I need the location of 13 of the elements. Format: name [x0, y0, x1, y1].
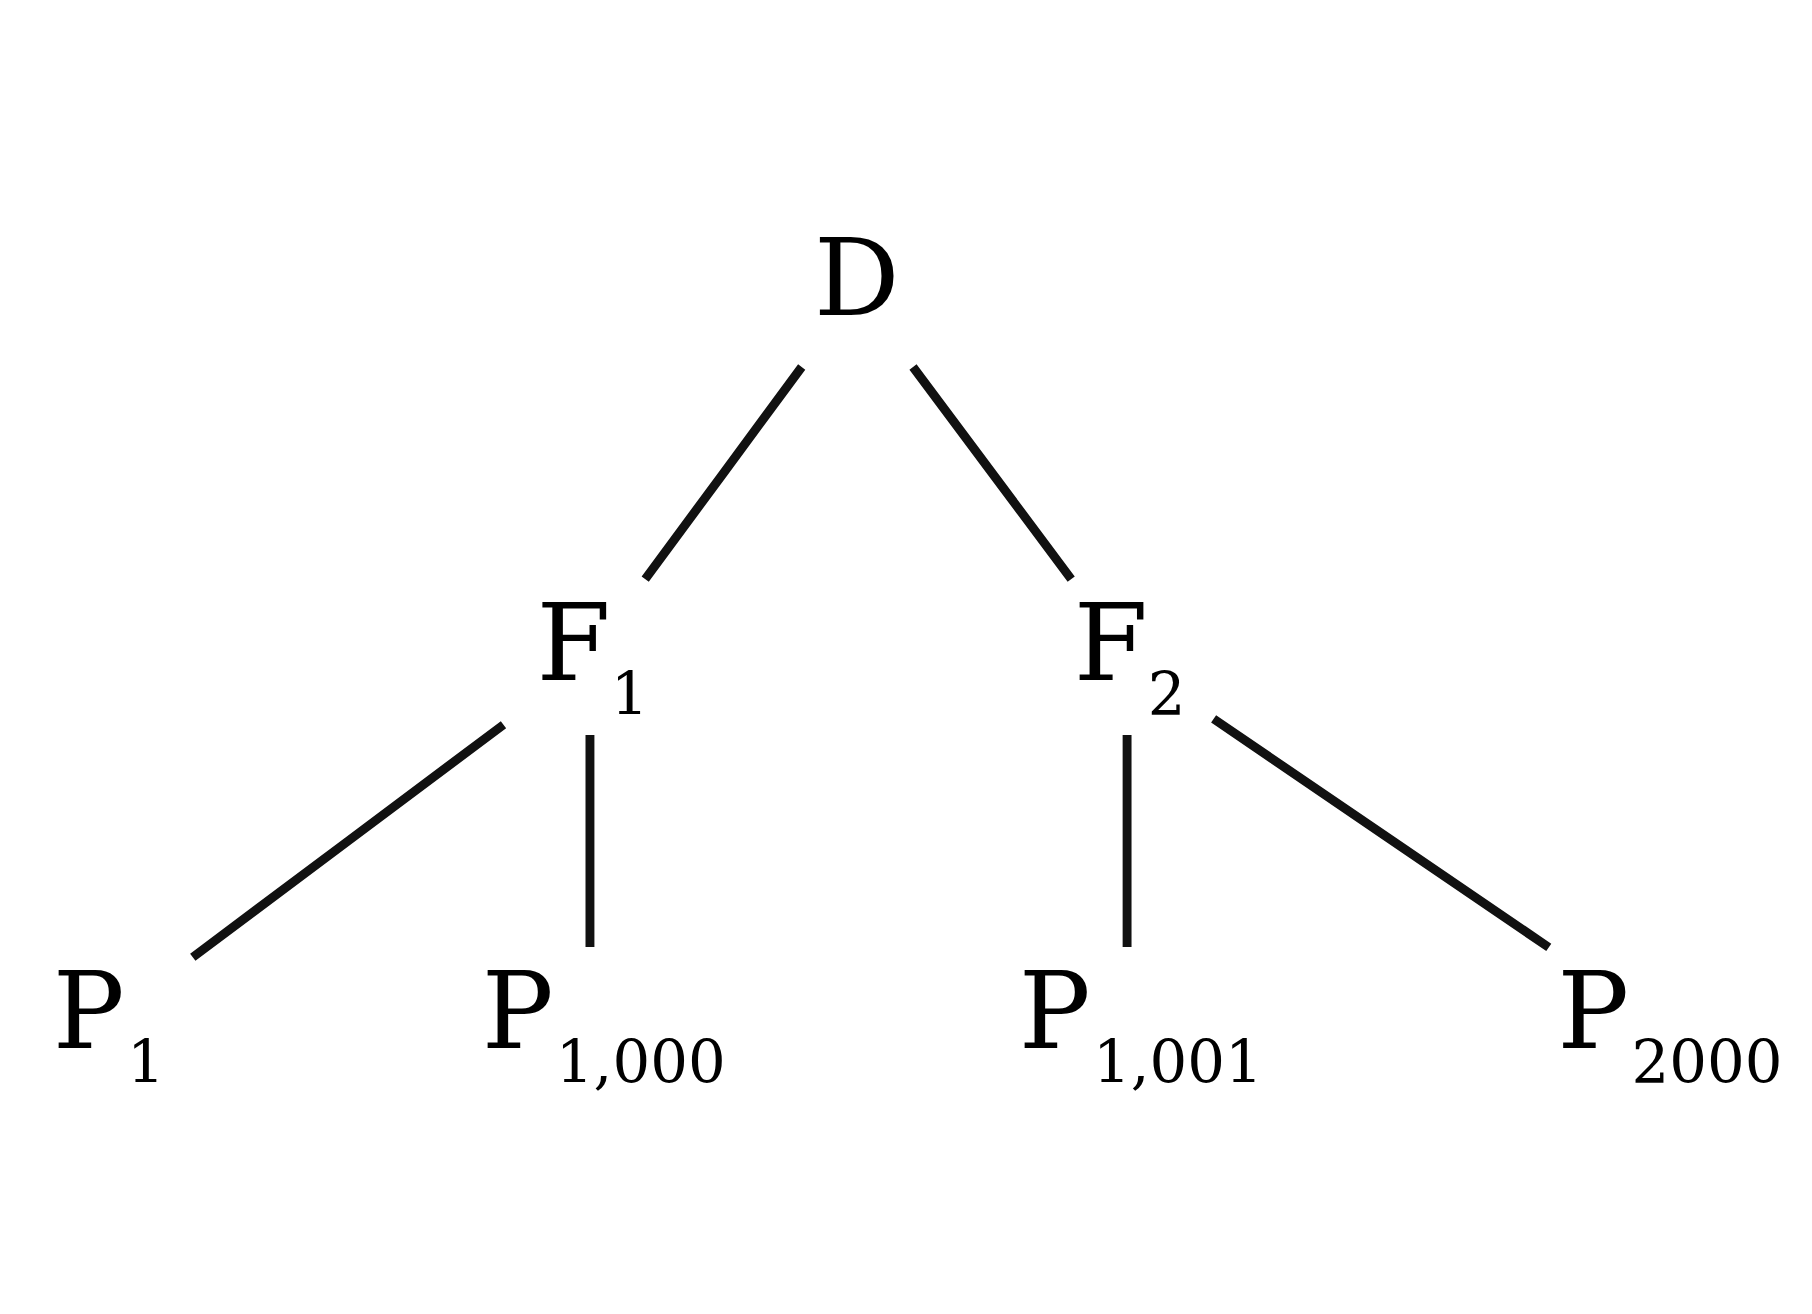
node-text: P$_{1}$ [52, 949, 165, 1097]
connector [1122, 735, 1132, 948]
node-text: F$_{1}$ [536, 581, 649, 729]
connector [190, 721, 507, 961]
node-text: D [814, 216, 900, 341]
node-text: F$_{2}$ [1073, 581, 1186, 729]
connector [585, 735, 595, 948]
node-text: P$_{2000}$ [1557, 949, 1783, 1097]
connector [1211, 715, 1552, 952]
connector [641, 364, 806, 582]
connector [909, 364, 1075, 582]
node-text: P$_{1,000}$ [481, 949, 726, 1097]
node-text: P$_{1,001}$ [1018, 949, 1263, 1097]
